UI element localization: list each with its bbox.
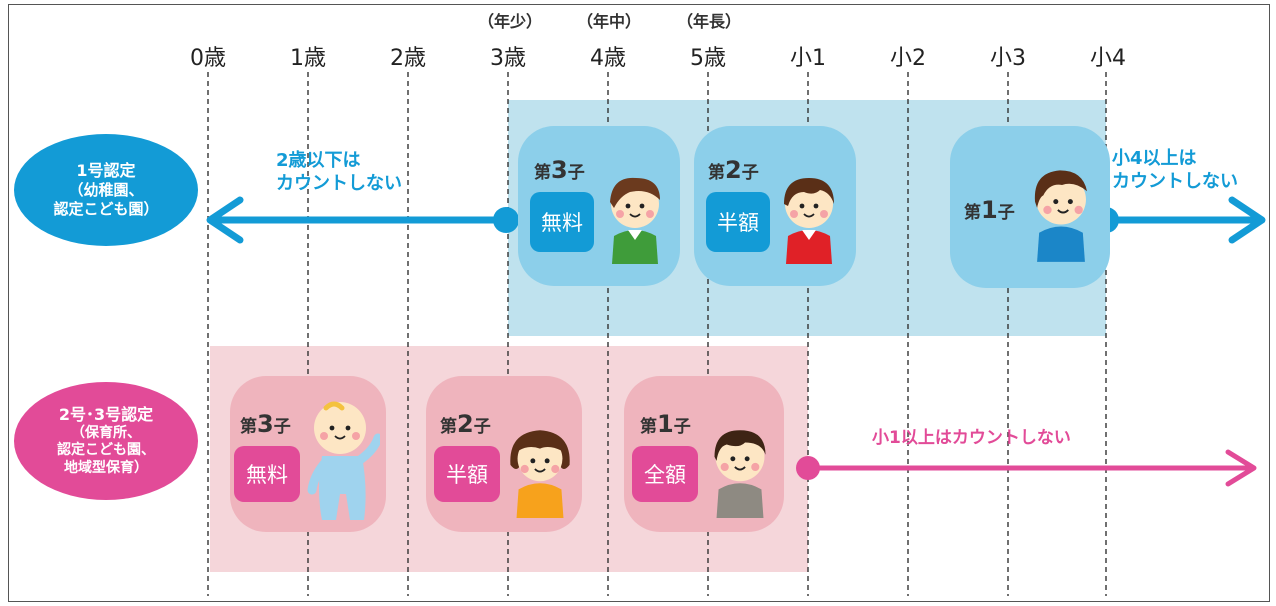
group2-card-third-ordinal: 第3子 (240, 410, 291, 438)
group1-note-right-line1: 小4以上は (1112, 148, 1197, 169)
group2-label-line4: 地域型保育） (64, 459, 148, 476)
age-label-0: 0歳 (190, 46, 226, 71)
group2-card-first-ordinal: 第1子 (640, 410, 691, 438)
group2-label-line3: 認定こども園、 (57, 442, 155, 459)
group1-card-third-ordinal: 第3子 (534, 156, 585, 184)
age-label-5: 5歳 (690, 46, 726, 71)
child-gray-shirt-icon (714, 430, 766, 518)
group1-fee-badge-free: 無料 (530, 192, 594, 252)
group1-card-first-child: 第1子 (950, 126, 1110, 288)
age-label-1: 1歳 (290, 46, 326, 71)
girl-orange-shirt-icon (510, 430, 570, 518)
group1-label-line3: 認定こども園） (53, 200, 159, 218)
age-label-2: 2歳 (390, 46, 426, 71)
group1-left-arrow-head (206, 196, 244, 244)
group2-note-right: 小1以上はカウントしない (872, 428, 1071, 448)
age-label-sho2: 小2 (890, 46, 926, 71)
group2-label-line2: （保育所、 (71, 424, 141, 441)
group1-right-arrow-head (1228, 196, 1266, 244)
group2-arrow-origin (796, 456, 820, 480)
group1-card-first-ordinal: 第1子 (964, 196, 1015, 224)
group1-left-arrow-origin (493, 207, 519, 233)
group2-card-third-child: 第3子 無料 (230, 376, 386, 532)
group1-card-second-ordinal: 第2子 (708, 156, 759, 184)
group1-note-right: 小4以上は カウントしない (1112, 148, 1238, 193)
group1-note-left-line1: 2歳以下は (276, 150, 361, 171)
group2-card-first-child: 第1子 全額 (624, 376, 784, 532)
stage-label-nencho: （年長） (676, 12, 742, 31)
group1-card-third-child: 第3子 無料 (518, 126, 680, 286)
stage-label-nensho: （年少） (477, 12, 543, 31)
group1-note-right-line2: カウントしない (1112, 170, 1238, 192)
child-blue-shirt-icon (1034, 170, 1087, 262)
group2-label-line1: 2号･3号認定 (58, 404, 154, 424)
child-red-shirt-icon (784, 178, 834, 264)
age-label-sho3: 小3 (990, 46, 1026, 71)
group2-label: 2号･3号認定 （保育所、 認定こども園、 地域型保育） (14, 382, 198, 500)
group1-card-second-child: 第2子 半額 (694, 126, 856, 286)
group1-label-line2: （幼稚園、 (68, 181, 144, 200)
group1-label-line1: 1号認定 (76, 161, 136, 181)
group1-note-left-line2: カウントしない (276, 172, 402, 194)
diagram-frame (8, 4, 1270, 602)
group2-fee-badge-half: 半額 (434, 446, 500, 502)
age-label-sho4: 小4 (1090, 46, 1126, 71)
age-label-sho1: 小1 (790, 46, 826, 71)
group1-note-left: 2歳以下は カウントしない (276, 150, 402, 195)
group1-label: 1号認定 （幼稚園、 認定こども園） (14, 134, 198, 246)
group2-fee-badge-free: 無料 (234, 446, 300, 502)
group2-card-second-ordinal: 第2子 (440, 410, 491, 438)
stage-label-nenchu: （年中） (576, 12, 642, 31)
child-green-shirt-icon (610, 177, 660, 264)
baby-icon (307, 401, 380, 520)
age-label-3: 3歳 (490, 46, 526, 71)
group2-card-second-child: 第2子 半額 (426, 376, 582, 532)
age-label-4: 4歳 (590, 46, 626, 71)
group2-fee-badge-full: 全額 (632, 446, 698, 502)
group2-arrow-head (1225, 449, 1257, 487)
group1-fee-badge-half: 半額 (706, 192, 770, 252)
